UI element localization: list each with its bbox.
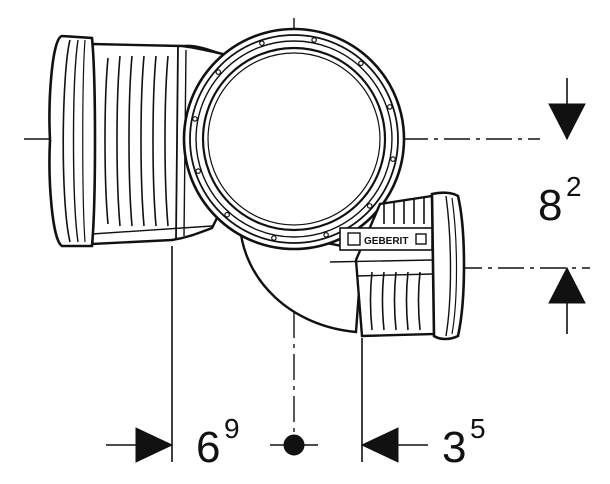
right-dimension-sup: 5 xyxy=(470,413,486,444)
vertical-dimension-value: 8 xyxy=(538,181,562,230)
arrow-up-icon xyxy=(548,266,586,304)
ring-notch xyxy=(390,156,396,162)
ring-notch xyxy=(358,60,364,67)
elbow-body xyxy=(238,224,364,334)
arrow-left-icon xyxy=(360,427,399,463)
arrow-down-icon xyxy=(548,103,586,141)
ring-notch xyxy=(271,235,277,241)
right-dimension-value: 3 xyxy=(442,423,466,472)
ring-notch xyxy=(215,69,222,75)
arrow-right-icon xyxy=(135,427,174,463)
vertical-dimension xyxy=(548,78,586,334)
main-socket-ring xyxy=(182,27,406,251)
brand-logo-text: GEBERIT xyxy=(364,236,408,247)
ring-notch xyxy=(366,203,373,209)
ring-notch xyxy=(259,40,265,47)
ring-notch xyxy=(224,211,230,218)
ring-notch xyxy=(386,104,393,110)
ring-notch xyxy=(311,37,317,43)
horizontal-dimensions xyxy=(106,246,428,463)
ring-notch xyxy=(323,232,329,238)
left-dimension-sup: 9 xyxy=(224,413,240,444)
ring-notch xyxy=(192,116,198,122)
vertical-dimension-sup: 2 xyxy=(566,171,582,202)
right-branch-pipe xyxy=(329,191,466,341)
center-dot-icon xyxy=(283,434,305,456)
left-dimension-value: 6 xyxy=(196,423,220,472)
ring-notch xyxy=(195,168,202,174)
